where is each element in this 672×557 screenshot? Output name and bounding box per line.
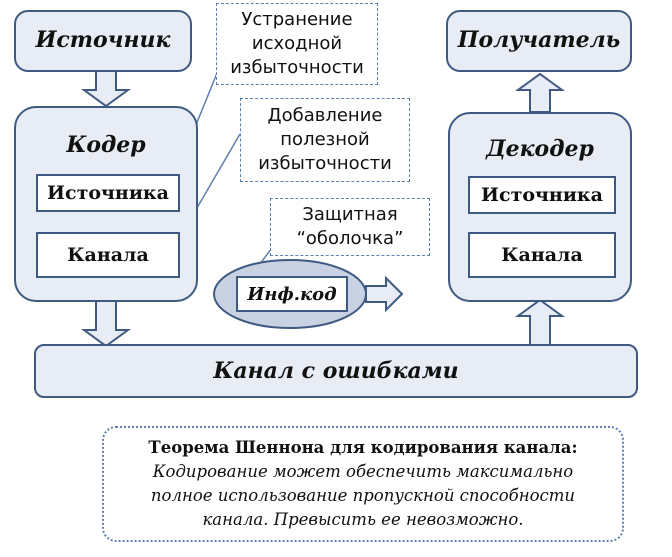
- note-shell: Защитная “оболочка”: [270, 198, 430, 256]
- encoder-channel-block: Канала: [36, 232, 180, 278]
- encoder-title: Кодер: [66, 132, 146, 158]
- note-redundancy-addition-line-3: избыточности: [258, 153, 392, 174]
- arrow-encoder-to-channel: [80, 299, 132, 348]
- note-redundancy-addition: Добавление полезной избыточности: [240, 98, 410, 182]
- note-redundancy-addition-line-1: Добавление: [267, 105, 383, 126]
- note-shell-line-1: Защитная: [302, 204, 398, 225]
- encoder-box: Кодер Источника Канала: [14, 106, 198, 302]
- theorem-heading: Теорема Шеннона для кодирования канала:: [148, 438, 578, 457]
- encoder-source-block: Источника: [36, 174, 180, 212]
- theorem-line-1: Кодирование может обеспечить максимально: [152, 462, 574, 481]
- channel-box: Канал с ошибками: [34, 344, 638, 398]
- arrow-decoder-to-receiver: [514, 72, 566, 113]
- decoder-title: Декодер: [486, 136, 594, 162]
- arrow-channel-to-decoder: [514, 298, 566, 347]
- note-redundancy-removal: Устранение исходной избыточности: [216, 3, 378, 85]
- source-title: Источник: [35, 27, 171, 53]
- arrow-info-code: [365, 275, 404, 313]
- note-shell-line-2: “оболочка”: [296, 228, 404, 249]
- note-redundancy-removal-line-2: исходной: [251, 33, 343, 54]
- note-redundancy-removal-line-1: Устранение: [241, 9, 353, 30]
- receiver-box: Получатель: [446, 10, 632, 72]
- theorem-line-2: полное использование пропускной способно…: [150, 486, 576, 505]
- decoder-box: Декодер Источника Канала: [448, 112, 632, 302]
- theorem-line-3: канала. Превысить ее невозможно.: [202, 510, 524, 529]
- note-redundancy-addition-line-2: полезной: [280, 129, 370, 150]
- theorem-box: Теорема Шеннона для кодирования канала: …: [102, 426, 624, 542]
- note-redundancy-removal-line-3: избыточности: [230, 57, 364, 78]
- receiver-title: Получатель: [457, 27, 621, 53]
- source-box: Источник: [14, 10, 192, 72]
- channel-title: Канал с ошибками: [213, 358, 459, 384]
- arrow-source-to-encoder: [80, 69, 132, 108]
- decoder-channel-block: Канала: [468, 232, 616, 278]
- decoder-source-block: Источника: [468, 176, 616, 214]
- info-code-box: Инф.код: [236, 276, 348, 312]
